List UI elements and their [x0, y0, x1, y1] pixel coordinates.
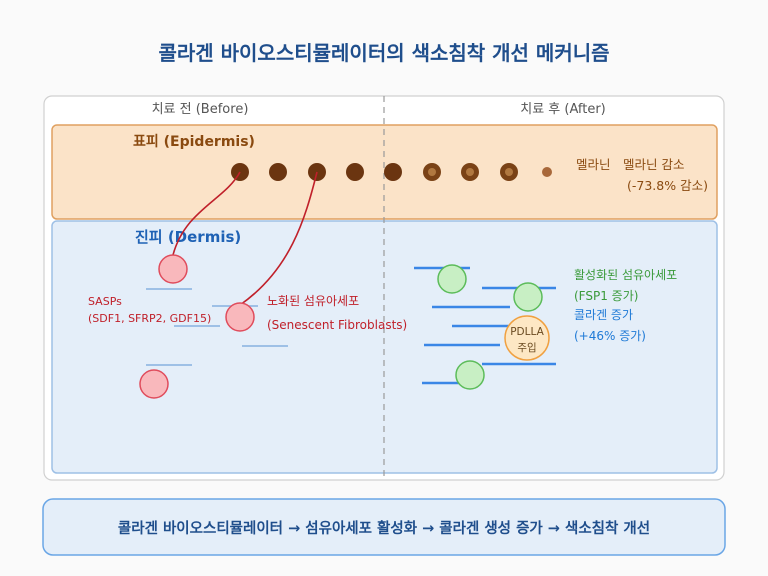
pdlla-particle [504, 315, 550, 361]
activated-fibroblast [513, 282, 543, 312]
activated-fibroblast [437, 264, 467, 294]
melanin-granule [505, 168, 513, 176]
sasps-detail-label: (SDF1, SFRP2, GDF15) [88, 312, 211, 325]
senescent-fibroblast-english-label: (Senescent Fibroblasts) [267, 318, 407, 332]
pdlla-label: PDLLA [510, 326, 544, 338]
sparse-collagen-fibers [146, 288, 288, 366]
senescent-fibroblast [225, 302, 255, 332]
senescent-fibroblast-label: 노화된 섬유아세포 [267, 294, 359, 308]
fsp1-increase-label: (FSP1 증가) [574, 289, 638, 303]
activated-fibroblast-label: 활성화된 섬유아세포 [574, 268, 677, 282]
melanin-granule [346, 163, 364, 181]
after-panel-label: 치료 후 (After) [520, 102, 606, 117]
before-panel-label: 치료 전 (Before) [152, 102, 249, 117]
dermis-label: 진피 (Dermis) [135, 228, 241, 246]
page-title: 콜라겐 바이오스티뮬레이터의 색소침착 개선 메커니즘 [158, 41, 609, 65]
melanin-granules [231, 163, 552, 181]
sasp-signal-curve [172, 171, 241, 256]
dermis-layer [51, 220, 718, 474]
melanin-change-line2: (-73.8% 감소) [627, 178, 708, 193]
melanin-legend-label: 멜라닌 [576, 157, 611, 172]
pdlla-injection-label: 주입 [517, 341, 536, 354]
melanin-change-line1: 멜라닌 감소 [623, 157, 684, 172]
senescent-fibroblast [158, 254, 188, 284]
melanin-granule [384, 163, 402, 181]
senescent-fibroblast [139, 369, 169, 399]
sasp-signal-curve [239, 171, 318, 306]
melanin-granule [466, 168, 474, 176]
summary-box [42, 498, 726, 556]
melanin-granule [269, 163, 287, 181]
melanin-granule [428, 168, 436, 176]
collagen-increase-label: 콜라겐 증가 [574, 308, 633, 322]
epidermis-label: 표피 (Epidermis) [133, 134, 255, 150]
sasps-label: SASPs [88, 295, 122, 308]
activated-fibroblast [455, 360, 485, 390]
summary-text: 콜라겐 바이오스티뮬레이터 → 섬유아세포 활성화 → 콜라겐 생성 증가 → … [118, 519, 650, 537]
collagen-increase-value: (+46% 증가) [574, 329, 646, 343]
melanin-granule-small [542, 167, 552, 177]
